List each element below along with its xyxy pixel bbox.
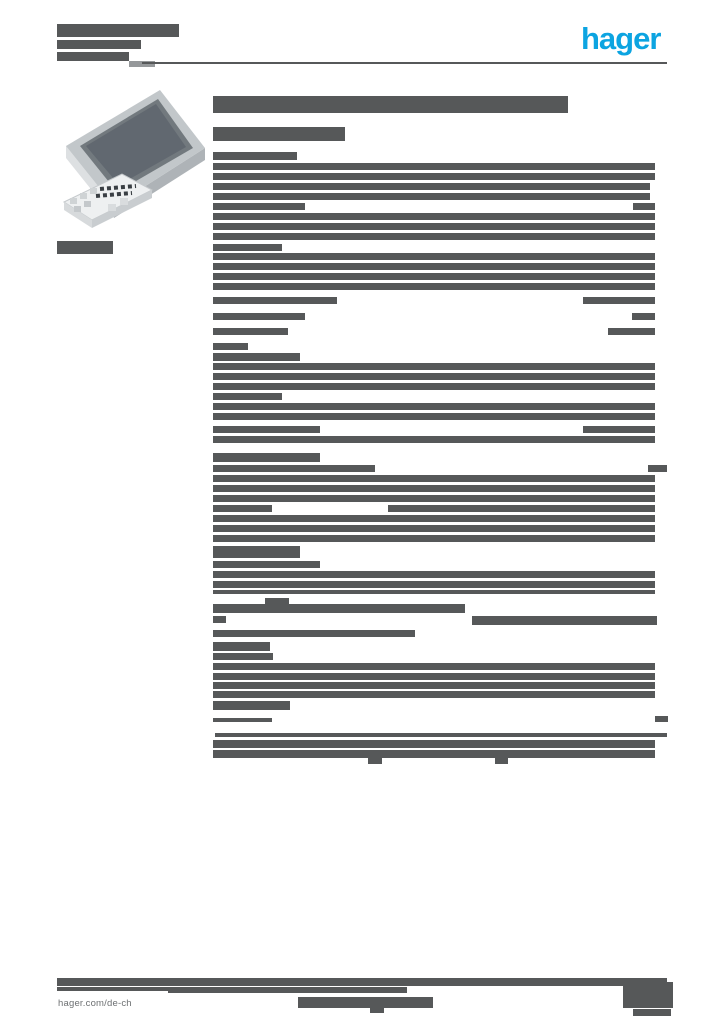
redacted-text-line xyxy=(213,403,655,410)
redacted-text-line xyxy=(213,413,655,420)
redacted-text-line xyxy=(213,465,375,472)
product-photo-illustration xyxy=(62,90,205,228)
redacted-text-line xyxy=(213,740,655,748)
footer-url[interactable]: hager.com/de-ch xyxy=(58,998,132,1009)
redacted-text-line xyxy=(213,701,290,710)
redacted-text-line xyxy=(213,561,320,568)
redacted-text-line xyxy=(213,604,465,613)
redacted-text-line xyxy=(142,62,667,64)
redacted-text-line xyxy=(298,997,433,1008)
redacted-text-line xyxy=(213,535,655,542)
redacted-text-line xyxy=(213,263,655,270)
redacted-text-line xyxy=(57,52,129,61)
redacted-text-line xyxy=(608,328,655,335)
redacted-text-line xyxy=(265,598,289,605)
redacted-text-line xyxy=(213,383,655,390)
redacted-text-line xyxy=(633,1009,671,1016)
product-photo xyxy=(62,86,207,236)
redacted-text-line xyxy=(213,96,568,113)
redacted-text-line xyxy=(213,682,655,689)
redacted-text-line xyxy=(648,465,667,472)
redacted-text-line xyxy=(213,163,655,170)
redacted-text-line xyxy=(213,505,272,512)
redacted-text-line xyxy=(213,436,655,443)
redacted-text-line xyxy=(213,718,272,722)
redacted-text-line xyxy=(213,363,655,370)
redacted-text-line xyxy=(368,758,382,764)
redacted-text-line xyxy=(213,663,655,670)
redacted-text-line xyxy=(623,982,673,1008)
redacted-text-line xyxy=(213,495,655,502)
redacted-text-line xyxy=(213,173,655,180)
redacted-text-line xyxy=(129,61,155,67)
redacted-text-line xyxy=(213,393,282,400)
redacted-text-line xyxy=(213,546,300,558)
redacted-text-line xyxy=(213,127,345,141)
redacted-text-line xyxy=(655,716,668,722)
redacted-text-line xyxy=(213,213,655,220)
redacted-text-line xyxy=(213,673,655,680)
redacted-text-line xyxy=(57,241,113,254)
redacted-text-line xyxy=(213,373,655,380)
redacted-text-line xyxy=(57,40,141,49)
redacted-text-line xyxy=(57,24,179,37)
redacted-text-line xyxy=(213,616,226,623)
redacted-text-line xyxy=(213,485,655,492)
redacted-text-line xyxy=(472,616,657,625)
redacted-text-line xyxy=(388,505,655,512)
redacted-text-line xyxy=(213,183,650,190)
redacted-text-line xyxy=(213,193,650,200)
redacted-text-line xyxy=(213,244,282,251)
redacted-text-line xyxy=(213,691,655,698)
redacted-text-line xyxy=(213,571,655,578)
redacted-text-line xyxy=(213,453,320,462)
redacted-text-line xyxy=(213,581,655,588)
redacted-text-line xyxy=(370,1008,384,1013)
footer-url-box[interactable]: hager.com/de-ch xyxy=(55,991,168,1016)
redacted-text-line xyxy=(57,987,407,993)
redacted-text-line xyxy=(213,630,415,637)
redacted-text-line xyxy=(213,328,288,335)
hager-logo: hager xyxy=(581,21,661,56)
redacted-text-line xyxy=(213,297,337,304)
redacted-text-line xyxy=(213,426,320,433)
redacted-text-line xyxy=(213,253,655,260)
redacted-text-line xyxy=(213,475,655,482)
redacted-text-line xyxy=(213,642,270,651)
redacted-text-line xyxy=(213,750,655,758)
redacted-text-line xyxy=(632,313,655,320)
terminal-block xyxy=(62,173,154,228)
redacted-text-line xyxy=(213,152,297,160)
redacted-text-line xyxy=(213,343,248,350)
redacted-text-line xyxy=(583,426,655,433)
redacted-text-line xyxy=(213,313,305,320)
redacted-text-line xyxy=(495,758,508,764)
redacted-text-line xyxy=(213,283,655,290)
redacted-text-line xyxy=(213,515,655,522)
redacted-text-line xyxy=(213,590,655,594)
redacted-text-line xyxy=(213,525,655,532)
redacted-text-line xyxy=(213,233,655,240)
redacted-text-line xyxy=(213,203,305,210)
redacted-text-line xyxy=(213,653,273,660)
redacted-text-line xyxy=(215,733,667,737)
redacted-text-line xyxy=(583,297,655,304)
redacted-text-line xyxy=(213,223,655,230)
redacted-text-line xyxy=(633,203,655,210)
enclosure-recess-shadow xyxy=(86,104,186,185)
redacted-text-line xyxy=(57,978,667,986)
redacted-text-line xyxy=(213,273,655,280)
redacted-text-line xyxy=(213,353,300,361)
